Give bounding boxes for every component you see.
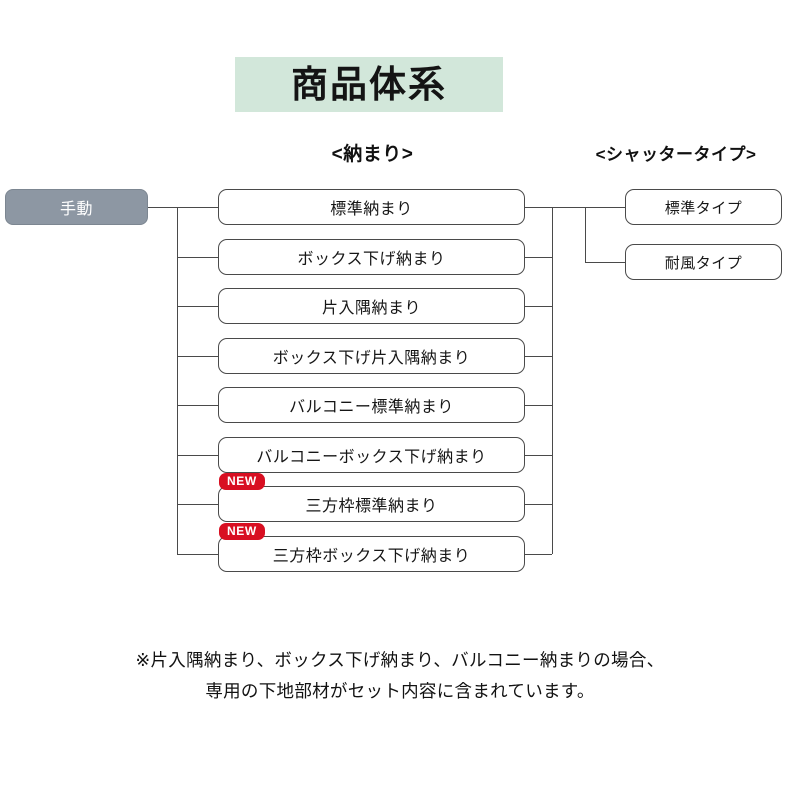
connector-right-trunk bbox=[552, 207, 554, 554]
node-osamari-5[interactable]: バルコニー標準納まり bbox=[218, 387, 525, 423]
node-osamari-8[interactable]: 三方枠ボックス下げ納まり bbox=[218, 535, 525, 572]
footnote: ※片入隅納まり、ボックス下げ納まり、バルコニー納まりの場合、 専用の下地部材がセ… bbox=[0, 645, 800, 706]
connector-right-stub bbox=[525, 306, 552, 308]
node-osamari-3[interactable]: 片入隅納まり bbox=[218, 288, 525, 324]
node-shutter-2-label: 耐風タイプ bbox=[664, 254, 743, 272]
connector-trunk-to-shutter-branch bbox=[552, 207, 585, 209]
connector-right-stub bbox=[525, 207, 552, 209]
connector-left-stub bbox=[177, 355, 218, 357]
footnote-line-2: 専用の下地部材がセット内容に含まれています。 bbox=[205, 680, 595, 701]
node-osamari-5-label: バルコニー標準納まり bbox=[289, 399, 454, 416]
connector-left-stub bbox=[177, 256, 218, 258]
node-osamari-2[interactable]: ボックス下げ納まり bbox=[218, 238, 525, 275]
connector-root-to-trunk bbox=[148, 207, 177, 209]
node-osamari-4[interactable]: ボックス下げ片入隅納まり bbox=[218, 337, 525, 374]
connector-shutter-stub-1 bbox=[585, 207, 625, 209]
new-badge: NEW bbox=[219, 473, 265, 490]
node-shutter-2[interactable]: 耐風タイプ bbox=[625, 244, 782, 280]
connector-left-stub bbox=[177, 454, 218, 456]
connector-left-stub bbox=[177, 405, 218, 407]
connector-left-stub bbox=[177, 504, 218, 506]
node-osamari-6-label: バルコニーボックス下げ納まり bbox=[256, 448, 487, 466]
node-osamari-3-label: 片入隅納まり bbox=[321, 300, 421, 317]
connector-shutter-stub-2 bbox=[585, 262, 625, 264]
connector-right-stub bbox=[525, 405, 552, 407]
footnote-line-1: ※片入隅納まり、ボックス下げ納まり、バルコニー納まりの場合、 bbox=[135, 650, 665, 670]
node-osamari-7[interactable]: 三方枠標準納まり bbox=[218, 486, 525, 522]
node-osamari-1[interactable]: 標準納まり bbox=[218, 189, 525, 225]
node-osamari-8-label: 三方枠ボックス下げ納まり bbox=[272, 547, 471, 565]
connector-left-trunk bbox=[177, 207, 179, 554]
connector-left-stub bbox=[177, 553, 218, 555]
node-root-manual-label: 手動 bbox=[59, 201, 93, 218]
connector-left-stub bbox=[177, 207, 218, 209]
node-root-manual[interactable]: 手動 bbox=[5, 189, 148, 225]
connector-left-stub bbox=[177, 306, 218, 308]
new-badge: NEW bbox=[219, 522, 265, 540]
node-osamari-4-label: ボックス下げ片入隅納まり bbox=[272, 349, 471, 367]
page-title-banner: 商品体系 bbox=[235, 57, 503, 112]
connector-right-stub bbox=[525, 553, 552, 555]
node-osamari-7-label: 三方枠標準納まり bbox=[305, 498, 438, 515]
connector-shutter-trunk bbox=[585, 207, 587, 262]
node-osamari-2-label: ボックス下げ納まり bbox=[297, 250, 446, 268]
connector-right-stub bbox=[525, 256, 552, 258]
connector-right-stub bbox=[525, 454, 552, 456]
column-header-shutter-type: <シャッタータイプ> bbox=[595, 145, 757, 164]
node-osamari-1-label: 標準納まり bbox=[330, 201, 413, 218]
page-title: 商品体系 bbox=[291, 64, 447, 105]
node-shutter-1[interactable]: 標準タイプ bbox=[625, 189, 782, 225]
column-header-osamari: <納まり> bbox=[331, 144, 414, 165]
connector-right-stub bbox=[525, 355, 552, 357]
node-osamari-6[interactable]: バルコニーボックス下げ納まり bbox=[218, 436, 525, 473]
connector-right-stub bbox=[525, 504, 552, 506]
node-shutter-1-label: 標準タイプ bbox=[664, 199, 743, 217]
